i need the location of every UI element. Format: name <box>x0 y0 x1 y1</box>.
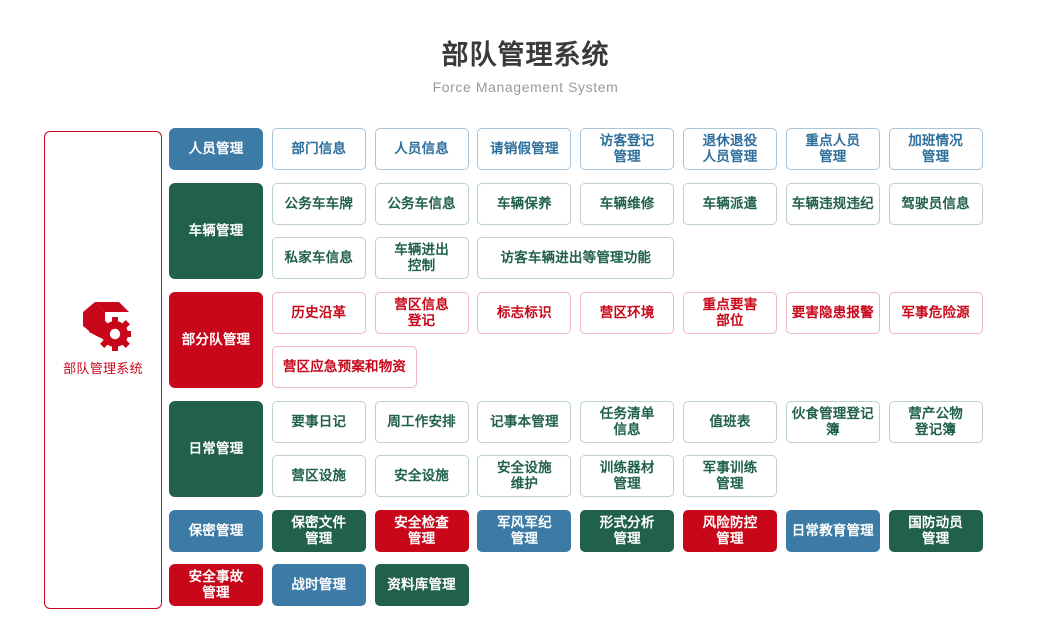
page-subtitle: Force Management System <box>432 79 619 95</box>
module-button[interactable]: 部门信息 <box>271 128 366 170</box>
module-button[interactable]: 记事本管理 <box>477 400 572 443</box>
section-label-unit[interactable]: 部分队管理 <box>169 291 263 388</box>
module-button[interactable]: 请销假管理 <box>477 128 572 170</box>
module-button[interactable]: 训练器材 管理 <box>580 455 675 497</box>
module-button[interactable]: 公务车信息 <box>374 182 469 225</box>
module-button[interactable]: 营区设施 <box>271 455 366 497</box>
module-button[interactable]: 保密文件 管理 <box>271 509 366 552</box>
module-button[interactable]: 军风军纪 管理 <box>477 509 572 552</box>
module-button[interactable]: 车辆违规违纪 <box>785 182 880 225</box>
module-button[interactable]: 要事日记 <box>271 400 366 443</box>
page-header: 部队管理系统 Force Management System <box>0 38 1051 96</box>
section-label-personnel[interactable]: 人员管理 <box>169 128 263 170</box>
sidebar-brand-label: 部队管理系统 <box>63 361 143 376</box>
module-button[interactable]: 重点要害 部位 <box>683 291 777 334</box>
module-button[interactable]: 营区环境 <box>580 291 675 334</box>
module-button[interactable]: 军事训练 管理 <box>683 455 777 497</box>
module-button[interactable]: 周工作安排 <box>374 400 469 443</box>
module-button[interactable]: 值班表 <box>683 400 777 443</box>
section-label-confidential[interactable]: 保密管理 <box>169 509 263 552</box>
module-button[interactable]: 安全设施 维护 <box>477 455 572 497</box>
section-label-misc[interactable]: 安全事故 管理 <box>169 564 263 606</box>
module-button[interactable]: 车辆进出 控制 <box>374 237 469 279</box>
module-button[interactable]: 驾驶员信息 <box>888 182 983 225</box>
module-button[interactable]: 战时管理 <box>271 564 366 606</box>
module-button[interactable]: 任务清单 信息 <box>580 400 675 443</box>
module-button[interactable]: 安全设施 <box>374 455 469 497</box>
module-button[interactable]: 军事危险源 <box>888 291 983 334</box>
module-grid: 人员管理部门信息人员信息请销假管理访客登记 管理退休退役 人员管理重点人员 管理… <box>169 128 1045 619</box>
module-button[interactable]: 退休退役 人员管理 <box>683 128 777 170</box>
module-button[interactable]: 加班情况 管理 <box>888 128 983 170</box>
sidebar-brand[interactable]: 部队管理系统 <box>45 300 161 378</box>
module-button[interactable]: 安全检查 管理 <box>374 509 469 552</box>
module-button[interactable]: 伙食管理登记簿 <box>785 400 880 443</box>
module-button[interactable]: 国防动员 管理 <box>888 509 983 552</box>
module-button[interactable]: 车辆派遣 <box>683 182 777 225</box>
module-button[interactable]: 资料库管理 <box>374 564 469 606</box>
module-button[interactable]: 风险防控 管理 <box>683 509 777 552</box>
module-button[interactable]: 重点人员 管理 <box>785 128 880 170</box>
module-button[interactable]: 营区信息 登记 <box>374 291 469 334</box>
module-button[interactable]: 人员信息 <box>374 128 469 170</box>
module-button[interactable]: 公务车车牌 <box>271 182 366 225</box>
module-button[interactable]: 私家车信息 <box>271 237 366 279</box>
module-button[interactable]: 形式分析 管理 <box>580 509 675 552</box>
cube-gear-icon <box>83 302 131 351</box>
module-button[interactable]: 访客登记 管理 <box>580 128 675 170</box>
module-button[interactable]: 日常教育管理 <box>785 509 880 552</box>
page-title: 部队管理系统 <box>441 40 610 70</box>
module-button[interactable]: 访客车辆进出等管理功能 <box>477 237 675 279</box>
module-button[interactable]: 车辆保养 <box>477 182 572 225</box>
module-button[interactable]: 营区应急预案和物资 <box>271 346 418 388</box>
module-button[interactable]: 标志标识 <box>477 291 572 334</box>
module-button[interactable]: 营产公物 登记簿 <box>888 400 983 443</box>
module-button[interactable]: 要害隐患报警 <box>785 291 880 334</box>
sidebar-panel: 部队管理系统 <box>44 131 162 609</box>
section-label-vehicle[interactable]: 车辆管理 <box>169 182 263 279</box>
module-button[interactable]: 历史沿革 <box>271 291 366 334</box>
section-label-daily[interactable]: 日常管理 <box>169 400 263 497</box>
module-button[interactable]: 车辆维修 <box>580 182 675 225</box>
